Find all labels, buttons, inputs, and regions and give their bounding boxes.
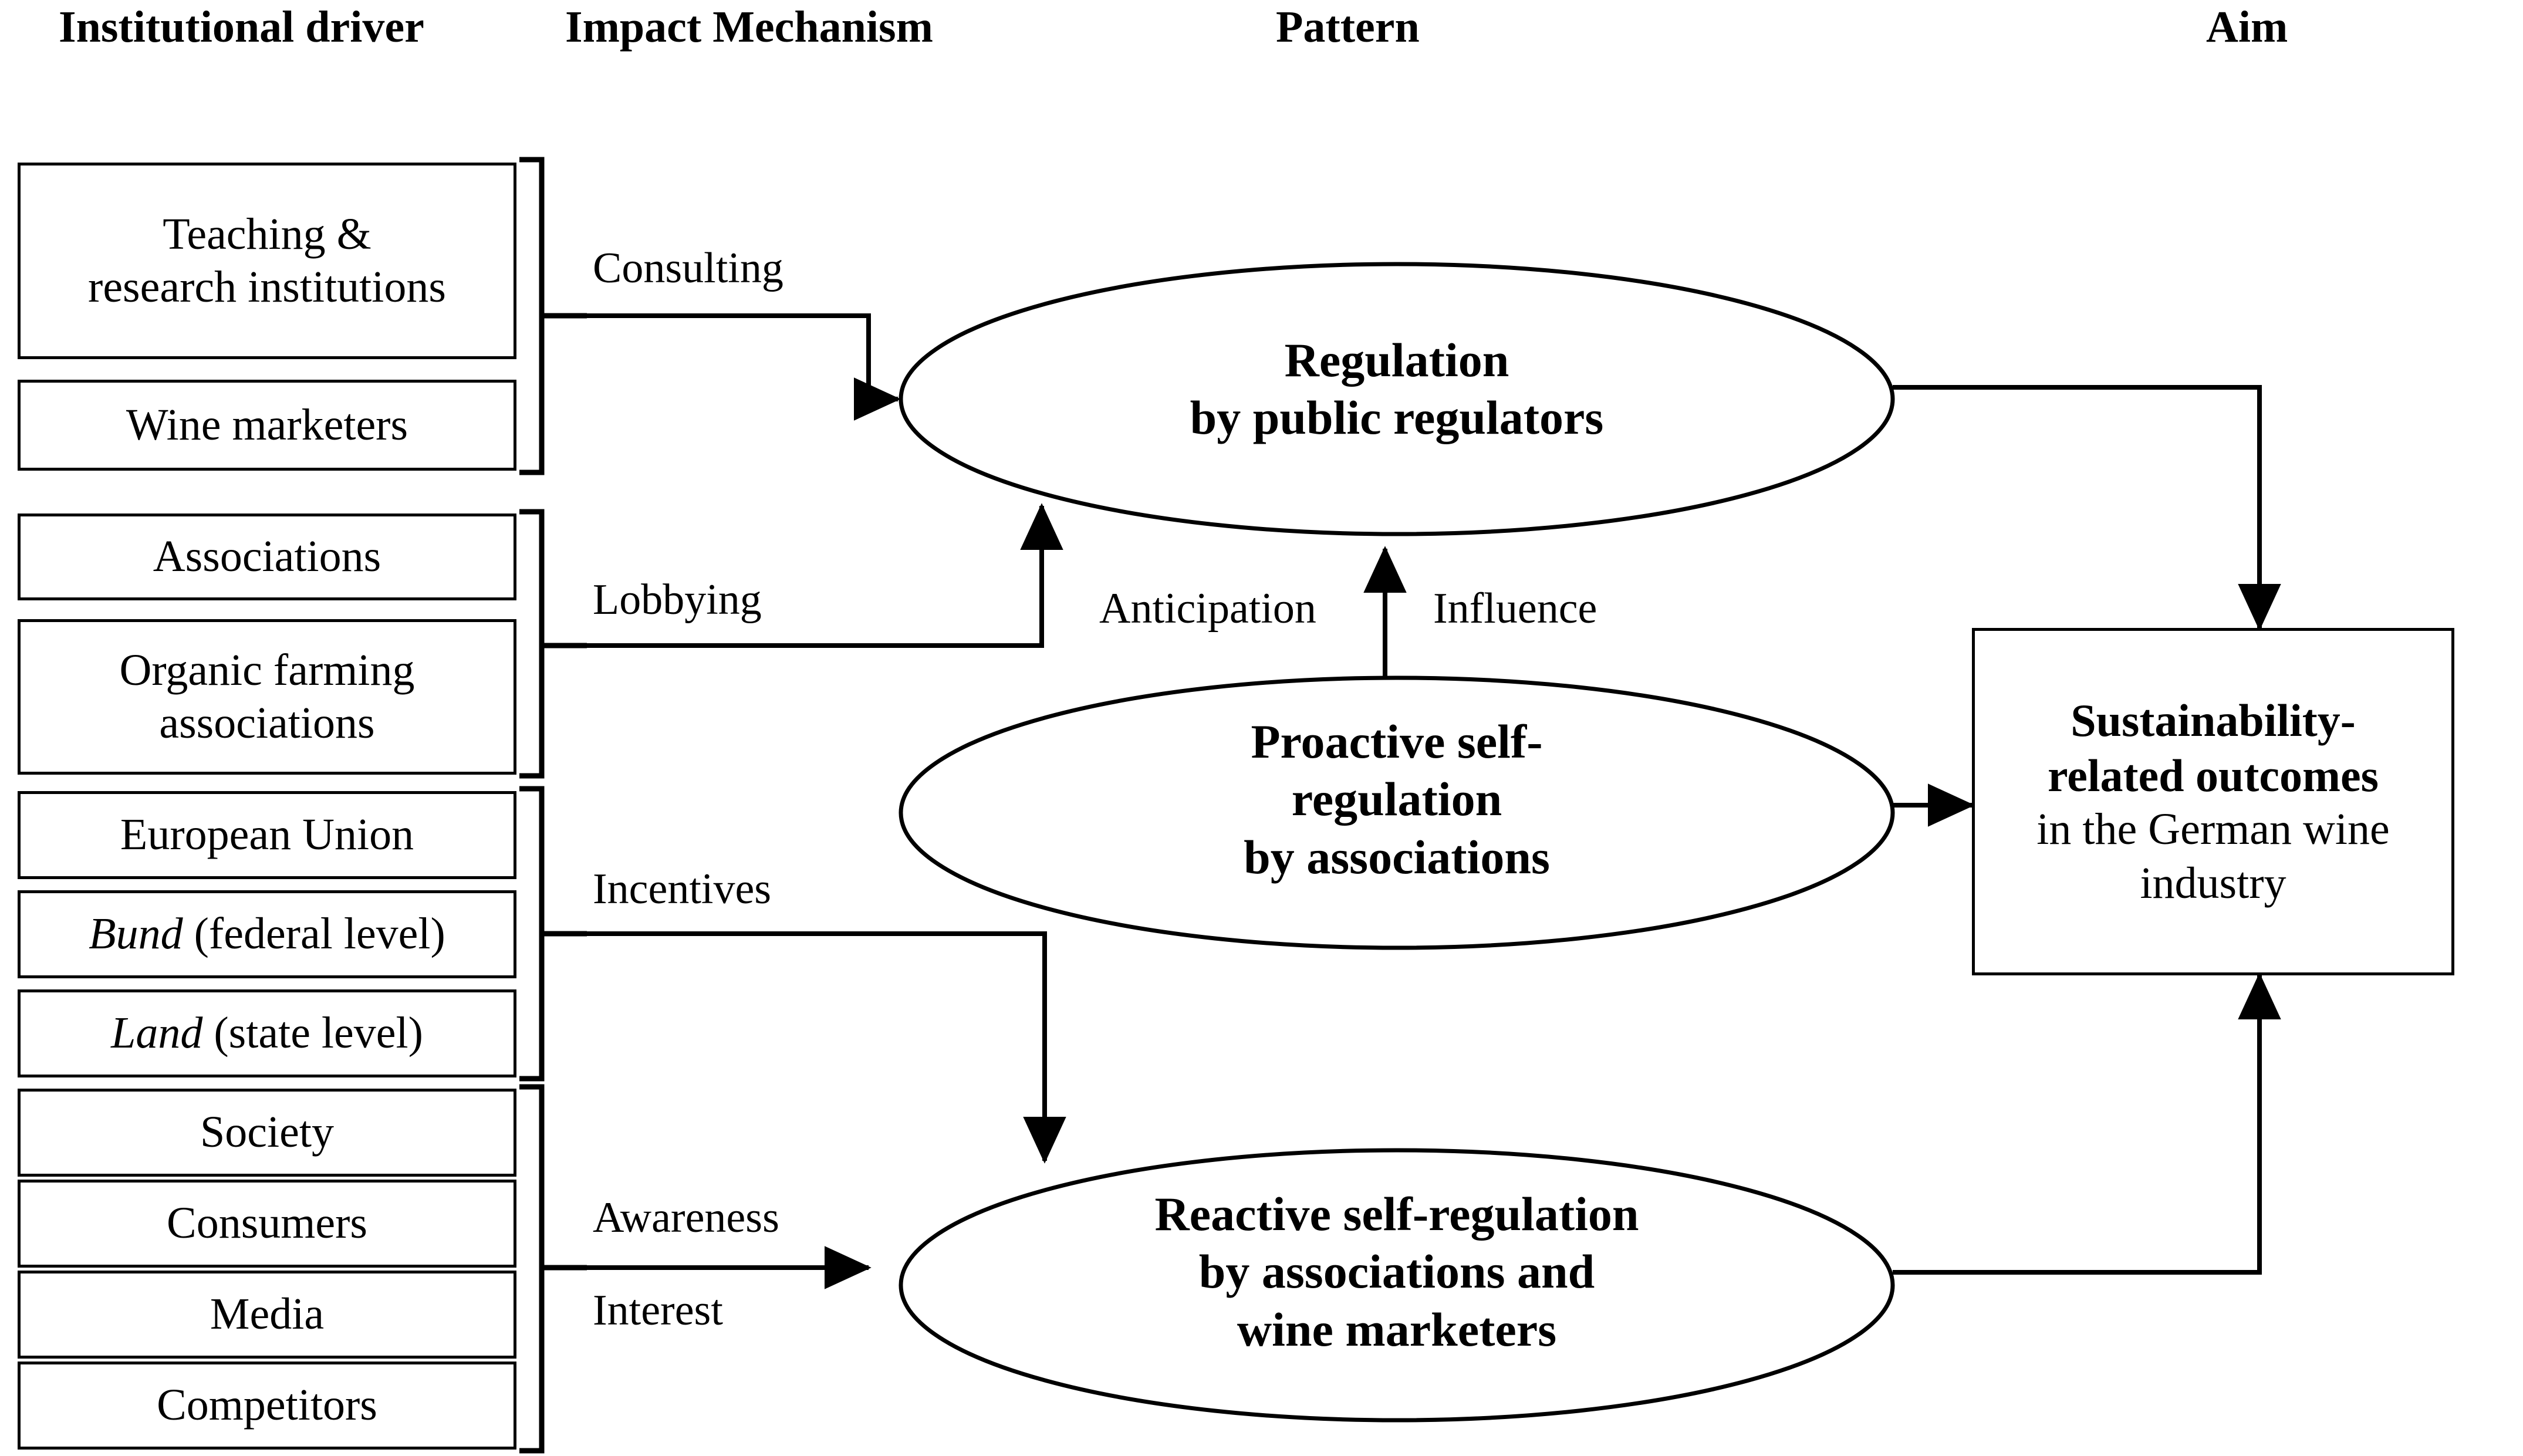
driver-label: Consumers	[167, 1198, 367, 1248]
driver-box-society[interactable]: Society	[18, 1089, 516, 1177]
driver-label-rest: (federal level)	[183, 909, 445, 959]
aim-line-strong: Sustainability-	[2071, 695, 2356, 746]
driver-box-land-state-level[interactable]: Land (state level)	[18, 989, 516, 1077]
driver-box-media[interactable]: Media	[18, 1271, 516, 1359]
driver-label: Wine marketers	[126, 400, 408, 450]
driver-box-competitors[interactable]: Competitors	[18, 1362, 516, 1450]
driver-box-organic-farming-associations[interactable]: Organic farming associations	[18, 619, 516, 775]
mechanism-label-lobbying: Lobbying	[593, 576, 762, 624]
driver-line-2: associations	[159, 698, 375, 748]
connector-incentives	[542, 931, 1047, 1133]
driver-line-1: Organic farming	[119, 645, 415, 695]
pattern-ellipse-regulation[interactable]	[899, 262, 1895, 536]
mechanism-label-interest: Interest	[593, 1286, 723, 1335]
driver-box-teaching-research-institutions[interactable]: Teaching & research institutions	[18, 163, 516, 359]
driver-box-bund-federal-level[interactable]: Bund (federal level)	[18, 890, 516, 978]
pattern-ellipse-reactive-self-regulation[interactable]	[899, 1148, 1895, 1423]
driver-label-emph: Land	[111, 1008, 203, 1058]
driver-label: Media	[210, 1289, 325, 1339]
column-header-impact-mechanism: Impact Mechanism	[565, 2, 933, 52]
column-header-aim: Aim	[2206, 2, 2288, 52]
driver-box-wine-marketers[interactable]: Wine marketers	[18, 380, 516, 471]
driver-label: Society	[200, 1107, 334, 1157]
column-header-pattern: Pattern	[1276, 2, 1420, 52]
driver-label-rest: (state level)	[202, 1008, 423, 1058]
mechanism-label-awareness: Awareness	[593, 1194, 779, 1242]
column-header-institutional-driver: Institutional driver	[59, 2, 424, 52]
driver-label: Associations	[153, 532, 381, 582]
driver-box-european-union[interactable]: European Union	[18, 791, 516, 879]
connector-lobbying	[542, 528, 1044, 648]
mechanism-label-incentives: Incentives	[593, 865, 772, 913]
driver-line-2: research institutions	[88, 262, 446, 312]
aim-line-strong: related outcomes	[2048, 749, 2379, 801]
driver-line-1: Teaching &	[163, 209, 371, 259]
connector-consulting	[542, 313, 871, 399]
pattern-ellipse-proactive-self-regulation[interactable]	[899, 675, 1895, 950]
aim-box-sustainability-outcomes[interactable]: Sustainability- related outcomes in the …	[1972, 628, 2454, 975]
driver-label: European Union	[120, 810, 414, 860]
driver-label-emph: Bund	[89, 909, 183, 959]
driver-label: Competitors	[157, 1380, 377, 1430]
driver-box-consumers[interactable]: Consumers	[18, 1180, 516, 1268]
aim-line-plain: in the German wine	[2036, 805, 2390, 854]
connector-reactive-to-aim	[1893, 998, 2262, 1275]
mechanism-label-consulting: Consulting	[593, 244, 783, 292]
connector-regulation-to-aim	[1893, 385, 2262, 607]
aim-line-plain: industry	[2140, 858, 2286, 908]
pattern-label-anticipation: Anticipation	[1099, 585, 1316, 633]
driver-box-associations[interactable]: Associations	[18, 514, 516, 600]
pattern-label-influence: Influence	[1433, 585, 1597, 633]
